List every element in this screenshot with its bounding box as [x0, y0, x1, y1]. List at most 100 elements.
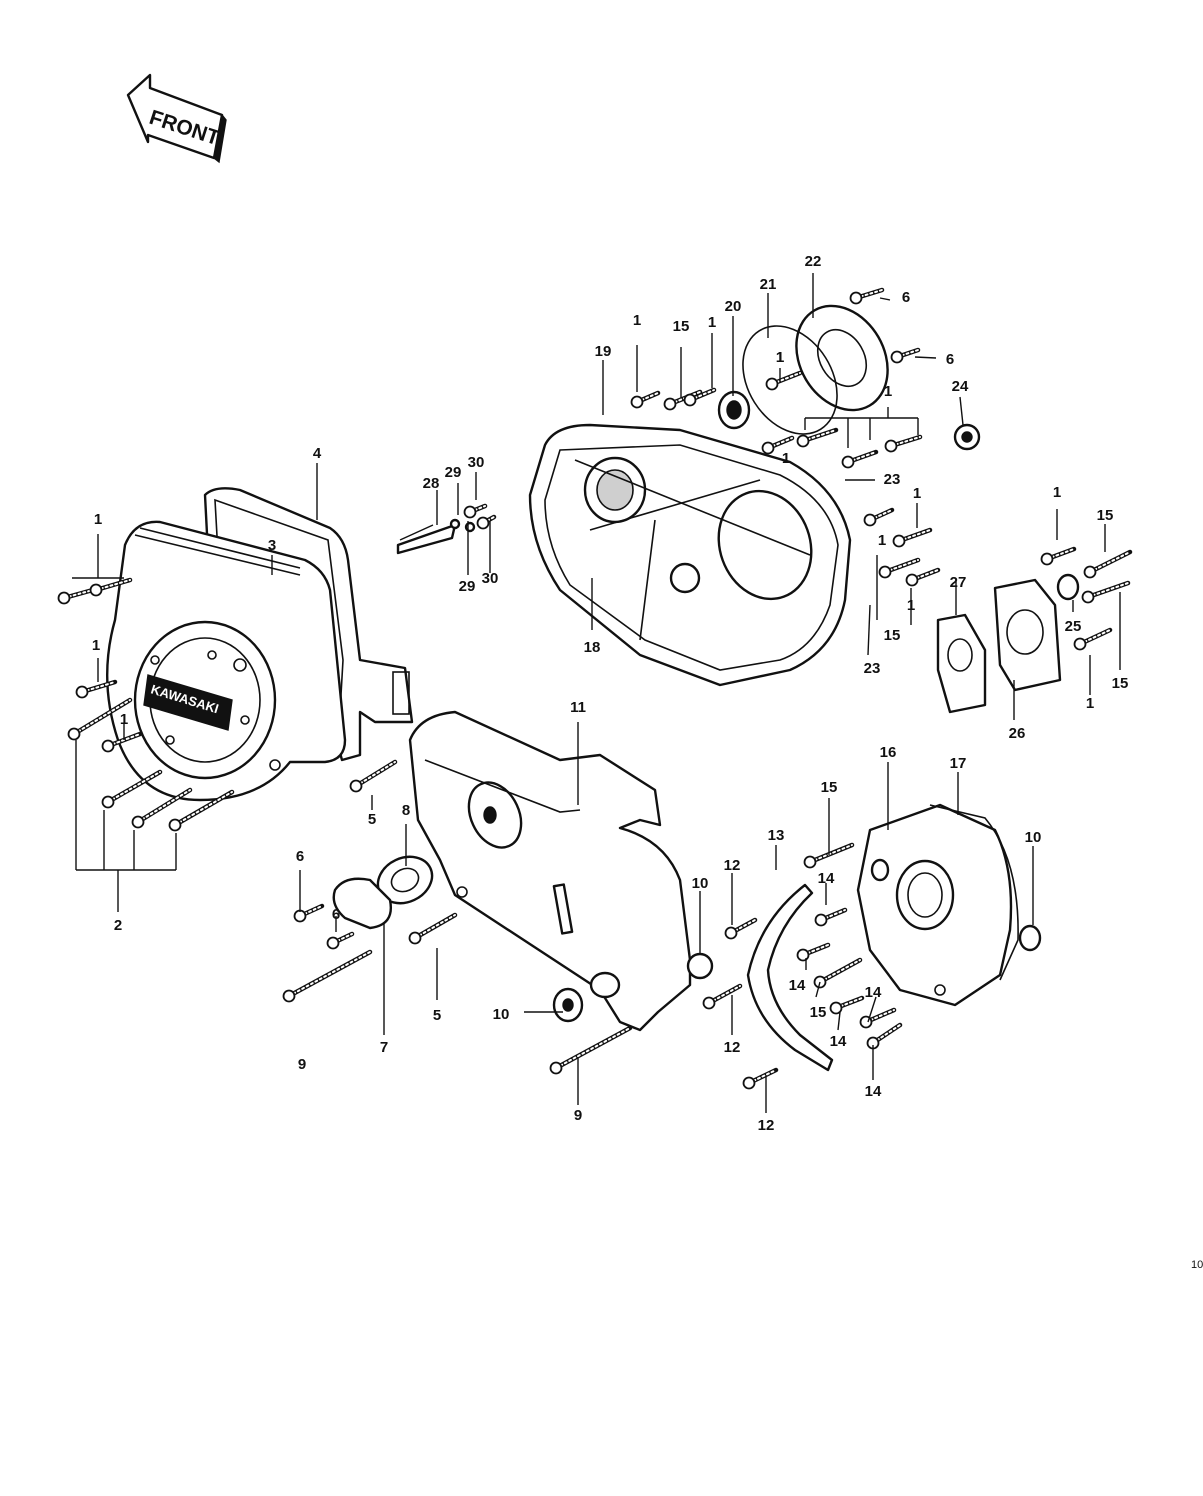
callout-number: 10 [692, 875, 709, 892]
callout-number: 16 [880, 744, 897, 761]
callout-number: 1 [913, 485, 921, 502]
bolt [408, 912, 458, 945]
callout-number: 15 [1097, 507, 1114, 524]
bolt [168, 789, 235, 832]
bolt [814, 907, 848, 927]
gasket-27 [936, 613, 987, 714]
leader-line [837, 1011, 841, 1031]
bolt [1081, 580, 1131, 604]
bolt [829, 995, 865, 1015]
bolt [75, 679, 118, 699]
bolt [761, 435, 795, 455]
bolt [549, 1025, 633, 1075]
callout-number: 1 [878, 532, 886, 549]
bolt [796, 427, 839, 448]
bushing-10 [552, 924, 1042, 1023]
plate-7 [332, 877, 392, 930]
callout-number: 12 [758, 1117, 775, 1134]
bolt [349, 759, 398, 793]
bolt [683, 387, 717, 407]
callout-number: 5 [368, 811, 376, 828]
callout-number: 29 [459, 578, 476, 595]
bolt [803, 842, 855, 869]
callout-number: 22 [805, 253, 822, 270]
callout-number: 3 [268, 537, 276, 554]
bolts-group [57, 287, 1133, 1090]
leader-line [879, 297, 891, 301]
callout-number: 6 [296, 848, 304, 865]
bolt [859, 1007, 897, 1029]
callout-number: 1 [92, 637, 100, 654]
cover-plate-22 [795, 304, 889, 412]
callout-number: 1 [776, 349, 784, 366]
callout-number: 1 [1086, 695, 1094, 712]
bolt [702, 983, 743, 1010]
callout-number: 14 [830, 1033, 847, 1050]
callout-number: 6 [332, 906, 340, 923]
callout-number: 20 [725, 298, 742, 315]
callout-number: 9 [298, 1056, 306, 1073]
callout-number: 17 [950, 755, 967, 772]
callout-number: 12 [724, 1039, 741, 1056]
oil-seal-20 [717, 390, 751, 430]
callout-number: 13 [768, 827, 785, 844]
gasket-17 [929, 804, 1019, 981]
bolt [67, 697, 133, 741]
callout-number: 26 [1009, 725, 1026, 742]
callout-number: 25 [1065, 618, 1082, 635]
bolt [630, 390, 661, 409]
callout-number: 15 [884, 627, 901, 644]
bolt [796, 942, 831, 962]
leader-lines [72, 273, 1121, 1113]
leader-line [867, 996, 877, 1023]
bolt [892, 527, 933, 548]
bolt [463, 503, 488, 519]
callout-number: 14 [865, 1083, 882, 1100]
callout-number: 6 [902, 289, 910, 306]
callout-number: 29 [445, 464, 462, 481]
bolt [101, 769, 163, 809]
callout-number: 14 [865, 984, 882, 1001]
callout-number: 23 [864, 660, 881, 677]
bolt [813, 957, 863, 989]
callout-number: 6 [946, 351, 954, 368]
pump-cover-26 [993, 578, 1062, 692]
bolt [841, 449, 879, 469]
callout-number: 18 [584, 639, 601, 656]
callout-number: 10 [1025, 829, 1042, 846]
callout-number: 1 [782, 450, 790, 467]
bolt [282, 949, 373, 1003]
bolt [765, 370, 803, 391]
leader-line [867, 604, 871, 656]
callout-number: 1 [907, 597, 915, 614]
bolt [131, 787, 193, 829]
leader-line [914, 356, 937, 359]
callout-number: 23 [884, 471, 901, 488]
callout-number: 15 [673, 318, 690, 335]
left-engine-cover: KAWASAKI [106, 520, 347, 802]
bolt [326, 931, 355, 950]
callout-number: 15 [821, 779, 838, 796]
callout-number: 11 [570, 699, 586, 716]
callout-number: 12 [724, 857, 741, 874]
callout-number: 1 [94, 511, 102, 528]
callout-number: 9 [574, 1107, 582, 1124]
bolt [890, 347, 921, 364]
right-cover-19 [528, 423, 852, 687]
callout-number: 1 [1053, 484, 1061, 501]
callout-number: 10 [493, 1006, 510, 1023]
callout-number: 15 [1112, 675, 1129, 692]
clamp-28 [396, 523, 457, 555]
bolt [1083, 549, 1133, 579]
callout-number: 14 [789, 977, 806, 994]
chain-guide-13 [746, 883, 834, 1072]
callout-number: 21 [760, 276, 777, 293]
bolt [1040, 546, 1077, 566]
front-direction-arrow: FRONT [126, 73, 227, 164]
callout-number: 1 [120, 711, 128, 728]
callout-number: 30 [468, 454, 485, 471]
bolt [724, 917, 758, 940]
bolt [849, 287, 885, 305]
callout-number: 28 [423, 475, 440, 492]
